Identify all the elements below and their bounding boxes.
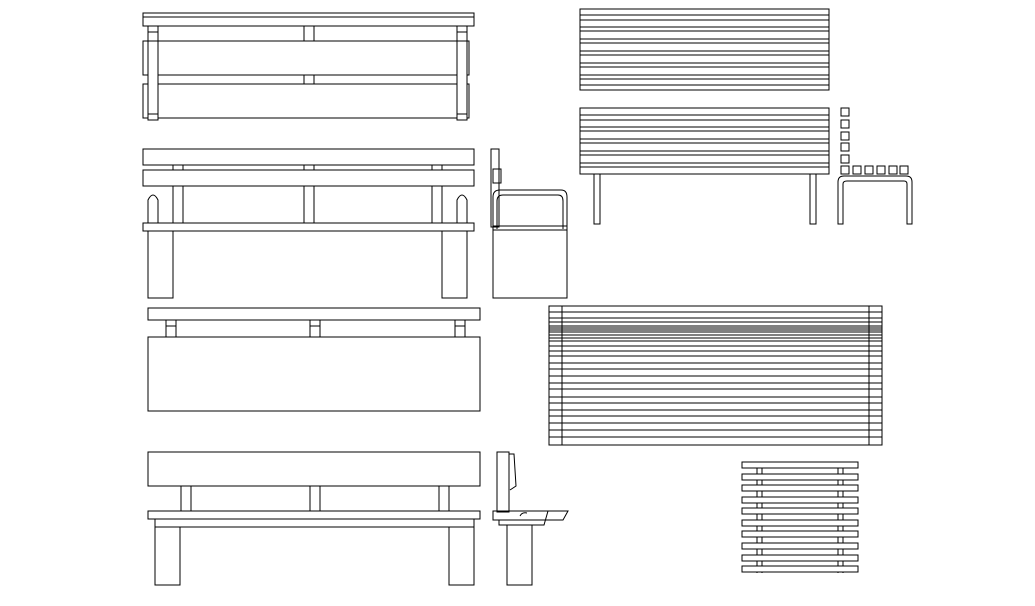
slatted-bench-seat-plan [742,462,858,573]
bench-back-view-a [148,308,480,411]
slatted-bench-front-view [580,108,829,224]
slatted-bench-back-panel [580,9,829,90]
bench-top-view-a [143,13,474,120]
bench-side-view-b [493,452,568,585]
bench-side-view-armrest [491,149,567,298]
bench-front-view-armrests [143,149,474,298]
bench-front-view-b [148,452,480,585]
slatted-bench-side-view [838,108,912,224]
slatted-bench-top-view [549,306,882,445]
